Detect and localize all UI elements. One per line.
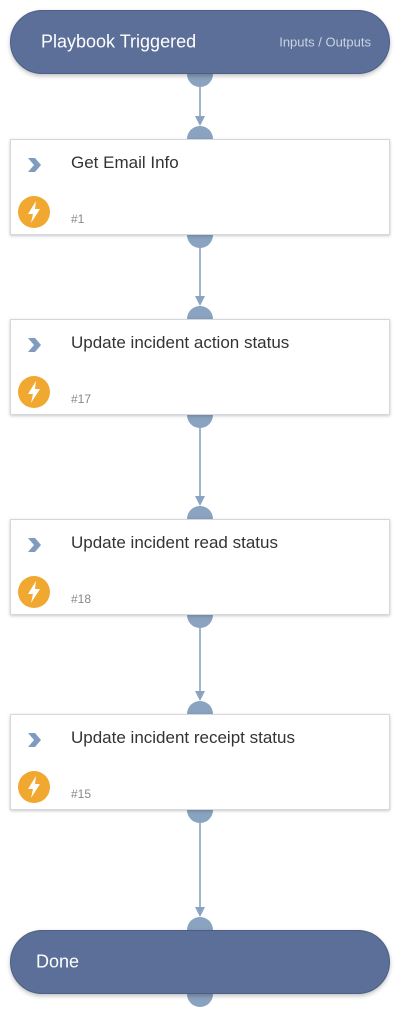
arrow-icon (195, 116, 205, 126)
task-node[interactable]: Update incident read status #18 (10, 519, 390, 615)
lightning-bolt-icon (18, 196, 50, 228)
chevron-right-icon (28, 538, 41, 552)
chevron-right-icon (28, 733, 41, 747)
playbook-trigger-node[interactable]: Playbook Triggered Inputs / Outputs (10, 10, 390, 74)
lightning-bolt-icon (18, 771, 50, 803)
lightning-bolt-icon (18, 376, 50, 408)
inputs-outputs-link[interactable]: Inputs / Outputs (279, 34, 371, 50)
arrow-icon (195, 691, 205, 701)
task-node[interactable]: Get Email Info #1 (10, 139, 390, 235)
task-title: Get Email Info (71, 153, 179, 172)
task-title: Update incident read status (71, 533, 278, 552)
trigger-title: Playbook Triggered (41, 31, 197, 52)
task-id: #17 (71, 392, 92, 406)
task-title: Update incident action status (71, 333, 290, 352)
lightning-bolt-icon (18, 576, 50, 608)
arrow-icon (195, 496, 205, 506)
task-id: #1 (71, 212, 85, 226)
task-id: #15 (71, 787, 92, 801)
task-title: Update incident receipt status (71, 728, 295, 747)
task-id: #18 (71, 592, 92, 606)
arrow-icon (195, 296, 205, 306)
arrow-icon (195, 907, 205, 917)
task-node[interactable]: Update incident action status #17 (10, 319, 390, 415)
task-node[interactable]: Update incident receipt status #15 (10, 714, 390, 810)
done-title: Done (36, 951, 80, 972)
chevron-right-icon (28, 158, 41, 172)
chevron-right-icon (28, 338, 41, 352)
playbook-done-node[interactable]: Done (10, 930, 390, 994)
